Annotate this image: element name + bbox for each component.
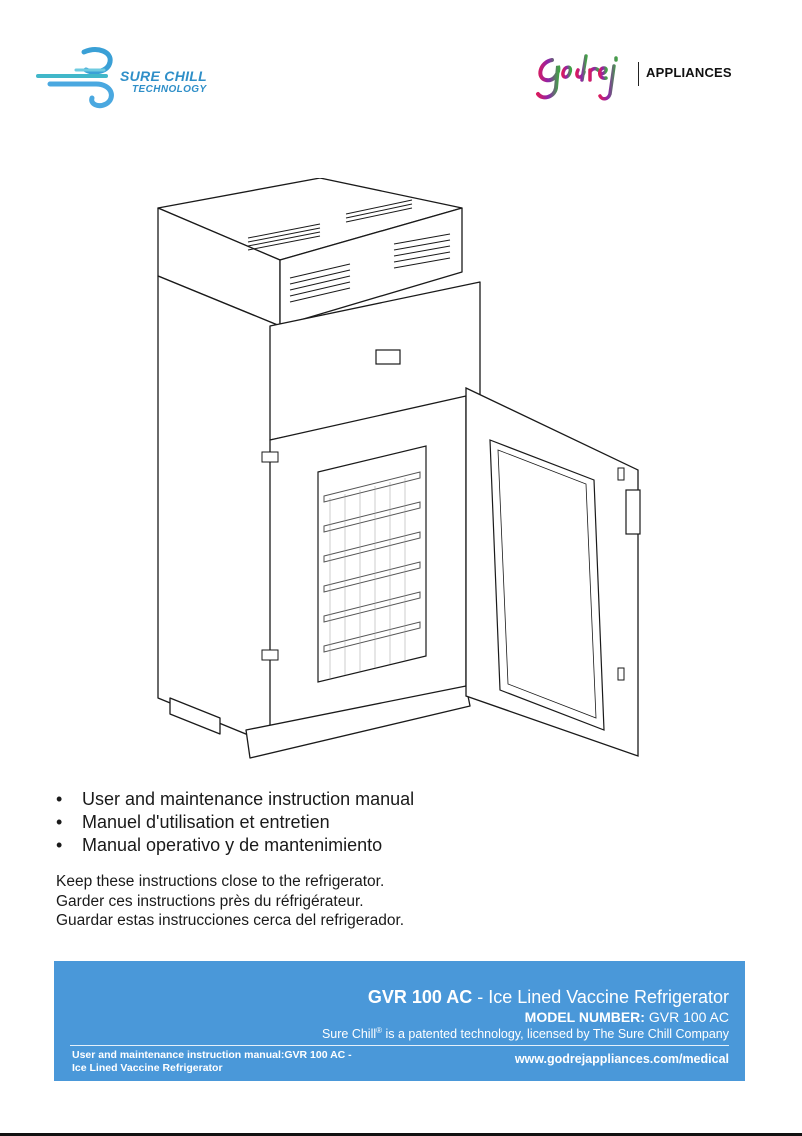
door-handle bbox=[625, 489, 641, 535]
patent-text: is a patented technology, licensed by Th… bbox=[382, 1027, 730, 1042]
shelves bbox=[323, 471, 421, 653]
vent-grilles bbox=[247, 199, 451, 303]
keep-note-line: Garder ces instructions près du réfrigér… bbox=[56, 892, 364, 910]
bullet-item: Manual operativo y de mantenimiento bbox=[56, 834, 414, 857]
model-number: MODEL NUMBER: GVR 100 AC bbox=[525, 1009, 729, 1025]
base-front bbox=[169, 697, 221, 735]
page-bottom-rule bbox=[0, 1133, 802, 1136]
patent-note: Sure Chill® is a patented technology, li… bbox=[322, 1026, 729, 1041]
surechill-logo-line1: SURE CHILL bbox=[120, 68, 207, 84]
vent-top-left bbox=[247, 223, 321, 251]
door-latch-top bbox=[617, 467, 625, 481]
keep-instructions-note: Keep these instructions close to the ref… bbox=[56, 872, 404, 931]
vent-side bbox=[393, 233, 451, 269]
door-glass-inner bbox=[497, 449, 597, 719]
surechill-logo: SURE CHILL TECHNOLOGY bbox=[36, 42, 216, 114]
manual-reference-line: Ice Lined Vaccine Refrigerator bbox=[72, 1062, 223, 1074]
top-unit-side bbox=[279, 207, 463, 327]
bullet-item: User and maintenance instruction manual bbox=[56, 788, 414, 811]
product-description: - Ice Lined Vaccine Refrigerator bbox=[472, 987, 729, 1007]
hinges bbox=[261, 451, 279, 661]
website-link[interactable]: www.godrejappliances.com/medical bbox=[514, 1052, 729, 1066]
manual-language-list: User and maintenance instruction manual … bbox=[56, 788, 414, 857]
display-panel bbox=[375, 349, 401, 365]
shelf-mesh bbox=[329, 478, 406, 678]
footer-divider bbox=[70, 1045, 729, 1046]
footer-banner: GVR 100 AC - Ice Lined Vaccine Refrigera… bbox=[54, 961, 745, 1081]
logo-separator bbox=[638, 62, 639, 86]
sure-chill-swirl-icon bbox=[36, 47, 114, 109]
godrej-logo: APPLIANCES bbox=[534, 48, 754, 108]
surechill-logo-line2: TECHNOLOGY bbox=[132, 84, 207, 95]
manual-reference-line: User and maintenance instruction manual:… bbox=[72, 1049, 352, 1061]
product-model-name: GVR 100 AC bbox=[367, 987, 473, 1007]
bullet-item: Manuel d'utilisation et entretien bbox=[56, 811, 414, 834]
door-glass bbox=[489, 439, 605, 731]
appliances-label: APPLIANCES bbox=[646, 65, 732, 80]
keep-note-line: Guardar estas instrucciones cerca del re… bbox=[56, 912, 405, 929]
manual-reference: User and maintenance instruction manual:… bbox=[72, 1049, 412, 1075]
model-number-label: MODEL NUMBER: bbox=[524, 1009, 645, 1025]
model-number-value: GVR 100 AC bbox=[644, 1009, 729, 1025]
vent-top-right bbox=[345, 199, 413, 223]
interior-window bbox=[317, 445, 427, 683]
base-plinth bbox=[245, 685, 471, 759]
godrej-script-logo bbox=[536, 54, 618, 101]
registered-mark: ® bbox=[376, 1026, 383, 1035]
fridge-illustration bbox=[157, 178, 641, 759]
keep-note-line: Keep these instructions close to the ref… bbox=[56, 873, 385, 890]
body-front bbox=[157, 275, 281, 749]
patent-brand: Sure Chill bbox=[321, 1027, 377, 1042]
door-latch-bottom bbox=[617, 667, 625, 681]
product-title: GVR 100 AC - Ice Lined Vaccine Refrigera… bbox=[368, 987, 729, 1008]
vent-front bbox=[289, 263, 351, 303]
